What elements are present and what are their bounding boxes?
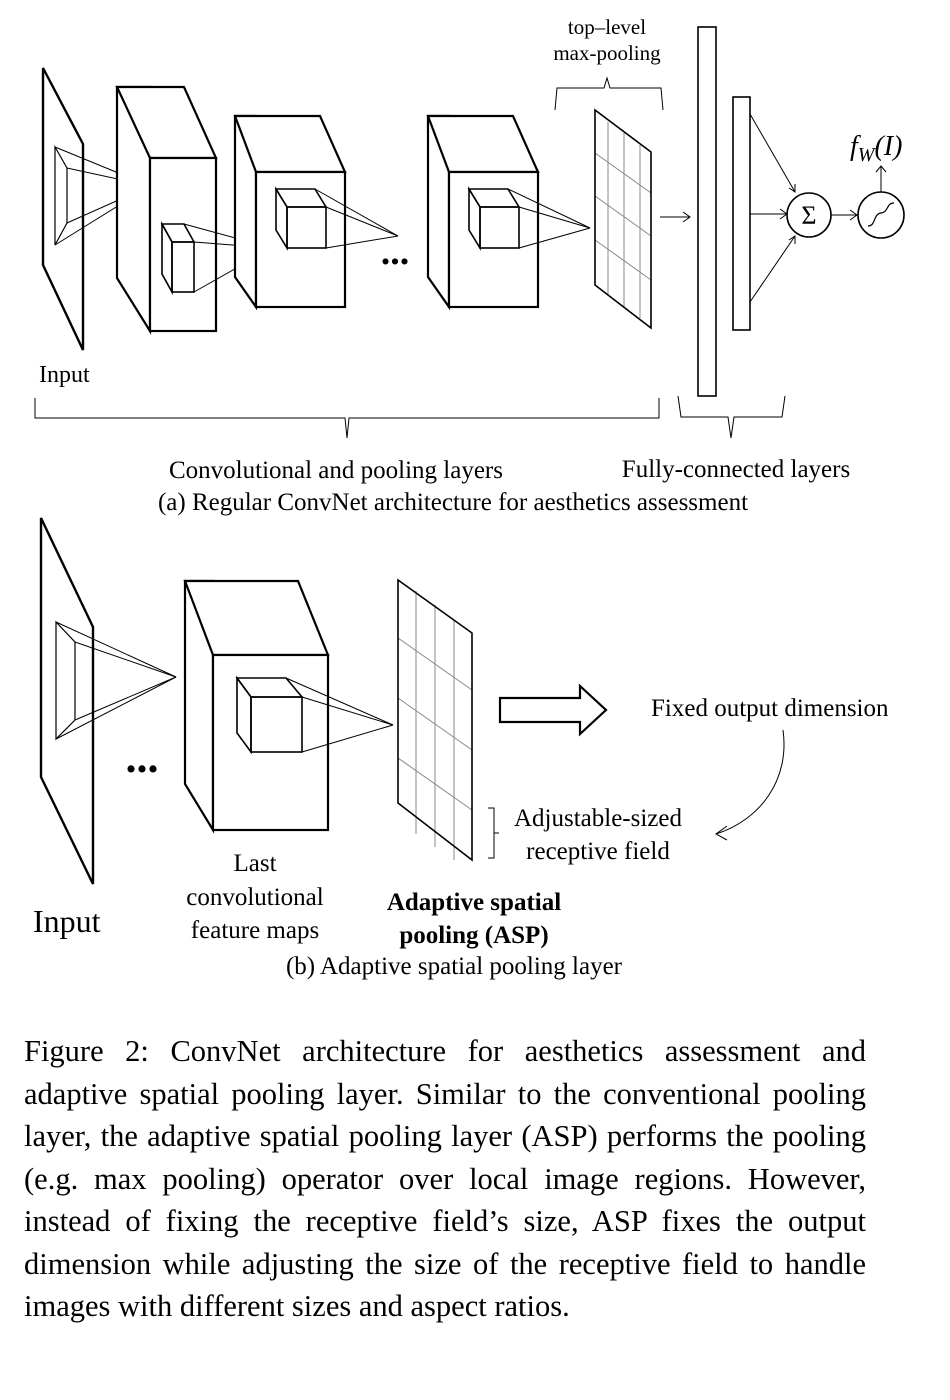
fc-layer-2 xyxy=(732,96,751,331)
receptive-field-label: receptive field xyxy=(526,838,670,865)
conv-kernel-2 xyxy=(274,186,328,251)
sum-node: Σ xyxy=(786,192,832,238)
caption-a: (a) Regular ConvNet architecture for aes… xyxy=(158,489,748,516)
last-label: Last xyxy=(233,850,276,877)
sum-symbol: Σ xyxy=(801,201,816,230)
input-label-a: Input xyxy=(39,362,90,388)
fc-brace xyxy=(677,395,786,439)
fc-layers-label: Fully-connected layers xyxy=(622,456,850,483)
arrow-to-output xyxy=(875,165,887,192)
asp-grid xyxy=(397,578,473,862)
diagram-b: ... Fixed output dim xyxy=(33,517,889,980)
sigmoid-node xyxy=(857,191,905,239)
input-label-b: Input xyxy=(33,903,101,939)
conv-block-3 xyxy=(426,114,591,311)
fc-layer-1 xyxy=(697,26,717,397)
top-level-label: top–level xyxy=(568,15,646,39)
figure-caption: Figure 2: ConvNet architecture for aesth… xyxy=(24,1034,866,1323)
conv-block-1 xyxy=(115,85,273,335)
output-arrow-icon xyxy=(498,683,608,737)
input-plane-a xyxy=(41,67,151,351)
ellipsis-b: ... xyxy=(126,733,159,782)
arrow-sum-to-sigmoid xyxy=(831,209,858,221)
last-conv-block xyxy=(183,579,394,834)
conv-block-2 xyxy=(233,114,399,311)
adjustable-label: Adjustable-sized xyxy=(514,805,683,832)
sum-connections xyxy=(749,113,796,303)
output-function-label: fW(I) xyxy=(850,131,902,166)
convnet-diagram: ... top–level max xyxy=(33,15,905,980)
sigmoid-icon xyxy=(867,202,895,227)
curved-arrow xyxy=(715,729,785,841)
input-plane-b xyxy=(39,517,177,885)
caption-b: (b) Adaptive spatial pooling layer xyxy=(286,953,623,980)
receptive-field-bracket xyxy=(488,807,499,859)
ellipsis-a: ... xyxy=(381,231,410,273)
fixed-output-label: Fixed output dimension xyxy=(651,695,889,722)
top-level-brace xyxy=(554,76,664,111)
asp-label-line1: Adaptive spatial xyxy=(387,889,561,916)
asp-label-line2: pooling (ASP) xyxy=(399,922,548,949)
conv-brace xyxy=(34,398,660,439)
conv-layers-label: Convolutional and pooling layers xyxy=(169,457,503,484)
convolutional-label: convolutional xyxy=(186,884,324,911)
max-pooling-grid-a xyxy=(594,108,652,330)
arrow-to-fc xyxy=(660,211,691,223)
max-pooling-label: max-pooling xyxy=(553,41,661,65)
feature-maps-label: feature maps xyxy=(191,917,319,944)
diagram-a: ... top–level max xyxy=(34,15,905,516)
